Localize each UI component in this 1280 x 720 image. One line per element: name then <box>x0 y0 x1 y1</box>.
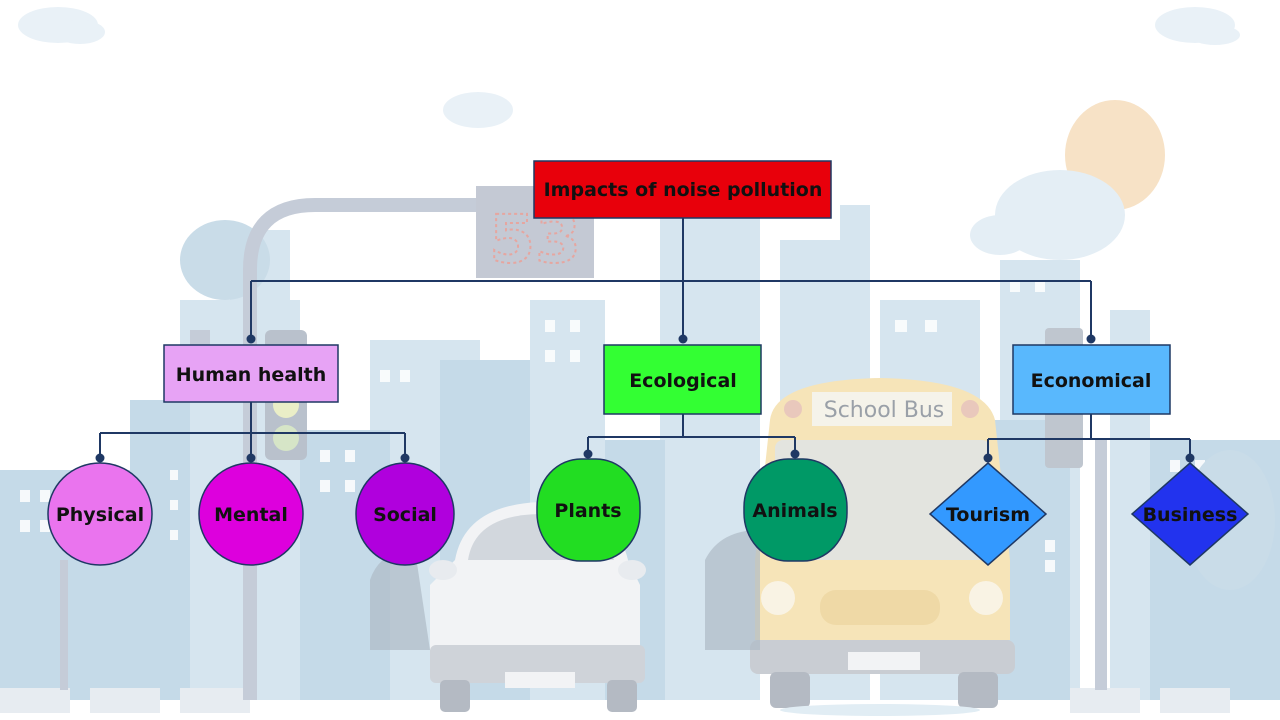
category-node-ecological: Ecological <box>603 344 762 415</box>
leaf-node-business: Business <box>1130 462 1250 566</box>
connector-lines <box>99 218 1191 458</box>
leaf-label: Plants <box>554 500 621 522</box>
leaf-node-tourism: Tourism <box>928 462 1048 566</box>
leaf-label: Business <box>1143 504 1238 526</box>
leaf-label: Animals <box>752 500 837 522</box>
leaf-label: Tourism <box>946 504 1030 526</box>
category-label: Ecological <box>629 370 737 392</box>
cloud-icon <box>970 170 1125 260</box>
leaf-node-plants: Plants <box>536 458 641 562</box>
leaf-node-animals: Animals <box>743 458 848 562</box>
category-label: Human health <box>176 364 327 386</box>
cloud-icon <box>18 7 1240 128</box>
root-node-label: Impacts of noise pollution <box>544 179 823 201</box>
bus-sign-text: School Bus <box>824 398 945 423</box>
leaf-node-physical: Physical <box>47 462 153 566</box>
leaf-node-social: Social <box>355 462 455 566</box>
connector-dots <box>95 334 1195 463</box>
category-label: Economical <box>1031 370 1152 392</box>
root-node: Impacts of noise pollution <box>533 160 832 219</box>
category-node-economical: Economical <box>1012 344 1171 415</box>
road-markings <box>0 688 1230 713</box>
leaf-node-mental: Mental <box>198 462 304 566</box>
leaf-label: Mental <box>214 504 288 526</box>
leaf-label: Social <box>373 504 437 526</box>
leaf-label: Physical <box>56 504 144 526</box>
category-node-human-health: Human health <box>163 344 339 403</box>
